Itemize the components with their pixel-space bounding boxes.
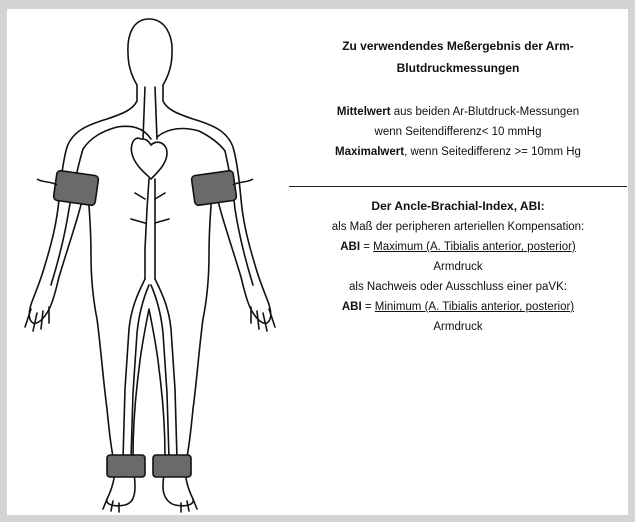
subclavian-right xyxy=(157,129,225,151)
renal-right xyxy=(155,219,169,223)
section1-title-line2: Blutdruckmessungen xyxy=(289,57,627,79)
mittelwert-label: Mittelwert xyxy=(337,106,391,118)
maximalwert-label: Maximalwert xyxy=(335,146,404,158)
abi-label-1: ABI xyxy=(340,241,360,253)
abi-compensation-text: als Maß der peripheren arteriellen Kompe… xyxy=(289,217,627,237)
mittelwert-text: aus beiden Ar-Blutdruck-Messungen xyxy=(391,106,580,118)
head-outline xyxy=(29,19,271,506)
abi-max-formula: ABI = Maximum (A. Tibialis anterior, pos… xyxy=(289,237,627,257)
branch-b xyxy=(155,193,165,199)
min-denominator: Armdruck xyxy=(289,317,627,337)
cuffs xyxy=(37,170,253,477)
section-divider xyxy=(289,186,627,187)
arm-cuff-right xyxy=(191,170,237,206)
aortic-arch xyxy=(83,126,151,149)
ankle-cuff-left xyxy=(107,455,145,477)
pavk-text: als Nachweis oder Ausschluss einer paVK: xyxy=(289,277,627,297)
arm-measurement-section: Zu verwendendes Meßergebnis der Arm- Blu… xyxy=(289,35,627,162)
aorta xyxy=(145,179,149,279)
max-numerator: Maximum (A. Tibialis anterior, posterior… xyxy=(373,241,576,253)
cuff-tube-right xyxy=(233,179,253,185)
abi-min-formula: ABI = Minimum (A. Tibialis anterior, pos… xyxy=(289,297,627,317)
section1-title-line1: Zu verwendendes Meßergebnis der Arm- xyxy=(289,35,627,57)
min-numerator: Minimum (A. Tibialis anterior, posterior… xyxy=(375,301,574,313)
equals-2: = xyxy=(362,301,375,313)
abi-title: Der Ancle-Brachial-Index, ABI: xyxy=(289,195,627,217)
ankle-cuff-right xyxy=(153,455,191,477)
mittelwert-condition: wenn Seitendifferenz< 10 mmHg xyxy=(289,122,627,142)
mittelwert-line: Mittelwert aus beiden Ar-Blutdruck-Messu… xyxy=(289,102,627,122)
branch-a xyxy=(135,193,145,199)
maximalwert-line: Maximalwert, wenn Seitedifferenz >= 10mm… xyxy=(289,142,627,162)
abi-label-2: ABI xyxy=(342,301,362,313)
arm-cuff-left xyxy=(53,170,99,206)
abi-section: Der Ancle-Brachial-Index, ABI: als Maß d… xyxy=(289,195,627,337)
figure-frame: Zu verwendendes Meßergebnis der Arm- Blu… xyxy=(7,9,628,515)
maximalwert-text: , wenn Seitedifferenz >= 10mm Hg xyxy=(404,146,581,158)
body-illustration xyxy=(7,9,307,515)
hand-left-fingers xyxy=(25,307,49,331)
carotid-right xyxy=(155,87,157,139)
heart-shape xyxy=(131,138,167,179)
cuff-tube-left xyxy=(37,179,57,185)
renal-left xyxy=(131,219,145,223)
body-outline-svg xyxy=(7,9,307,515)
max-denominator: Armdruck xyxy=(289,257,627,277)
equals-1: = xyxy=(360,241,373,253)
hand-right-fingers xyxy=(251,307,275,331)
